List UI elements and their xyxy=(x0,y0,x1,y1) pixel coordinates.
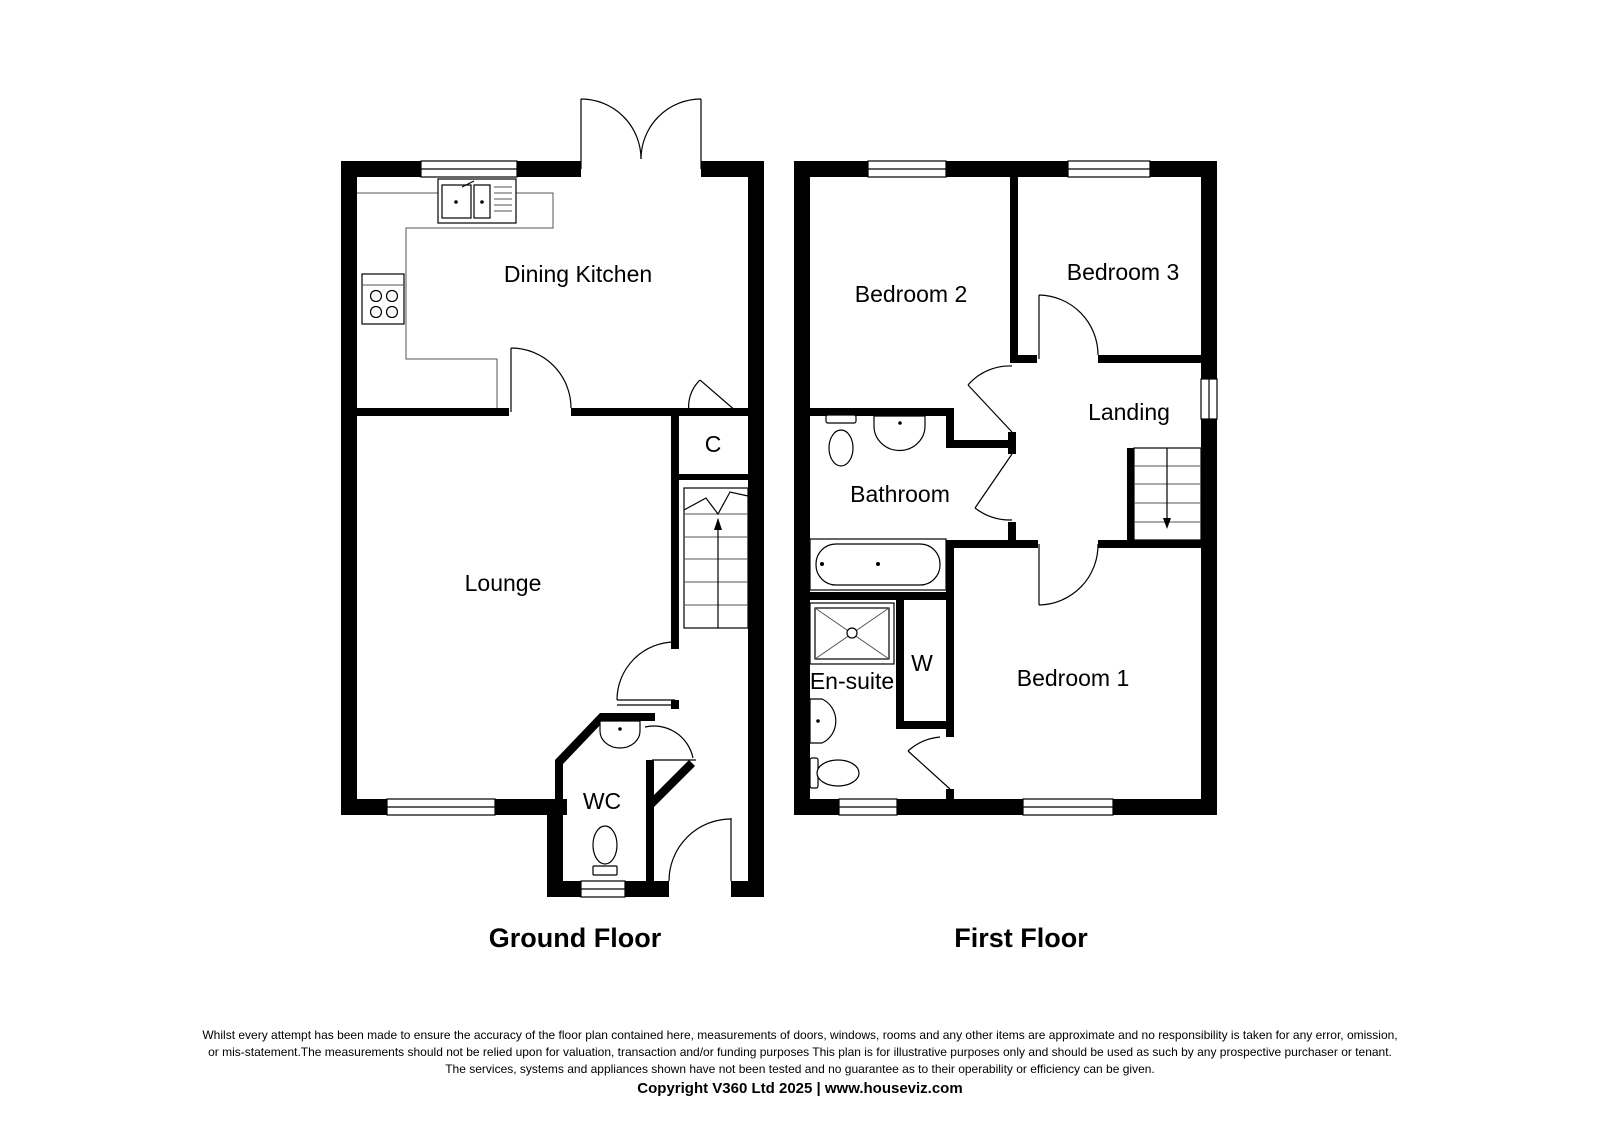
toilet-icon xyxy=(825,414,857,467)
stairs-arrow-icon xyxy=(714,518,722,530)
room-label-bedroom-3: Bedroom 3 xyxy=(1067,259,1180,285)
first-floor-windows xyxy=(838,160,1218,816)
disclaimer-line-3: The services, systems and appliances sho… xyxy=(445,1062,1155,1076)
ground-floor-plan: Dining Kitchen Lounge C WC Ground Floor xyxy=(341,98,764,953)
hob-icon xyxy=(361,273,405,325)
ground-floor-windows xyxy=(386,160,626,898)
floor-title-first: First Floor xyxy=(954,923,1088,953)
room-label-dining-kitchen: Dining Kitchen xyxy=(504,261,652,287)
room-label-bedroom-1: Bedroom 1 xyxy=(1017,665,1130,691)
toilet-icon xyxy=(809,757,860,789)
room-label-bedroom-2: Bedroom 2 xyxy=(855,281,968,307)
basin-icon xyxy=(599,720,641,749)
ground-floor-doors xyxy=(510,98,738,882)
toilet-icon xyxy=(592,825,618,876)
shower-icon xyxy=(809,602,895,665)
basin-icon xyxy=(873,415,926,452)
first-floor-walls xyxy=(794,161,1217,815)
ground-floor-stairs xyxy=(683,487,749,629)
sink-icon xyxy=(437,178,517,224)
disclaimer-line-2: or mis-statement.The measurements should… xyxy=(208,1045,1392,1059)
room-label-ensuite: En-suite xyxy=(810,668,894,694)
bathroom-fixtures xyxy=(809,414,947,591)
disclaimer: Whilst every attempt has been made to en… xyxy=(60,1027,1540,1099)
room-label-wc: WC xyxy=(583,788,621,814)
wc-fixtures xyxy=(592,720,641,876)
ground-floor-labels: Dining Kitchen Lounge C WC Ground Floor xyxy=(465,261,722,953)
first-floor-plan: Bedroom 2 Bedroom 3 Landing Bathroom En-… xyxy=(794,160,1218,953)
ensuite-fixtures xyxy=(809,602,895,789)
room-label-bathroom: Bathroom xyxy=(850,481,950,507)
first-floor-doors xyxy=(907,294,1099,790)
disclaimer-line-1: Whilst every attempt has been made to en… xyxy=(202,1028,1398,1042)
first-floor-stairs xyxy=(1133,447,1202,541)
room-label-wardrobe: W xyxy=(911,650,933,676)
basin-icon xyxy=(809,698,837,744)
room-label-cupboard: C xyxy=(705,431,722,457)
room-label-landing: Landing xyxy=(1088,399,1170,425)
first-floor-labels: Bedroom 2 Bedroom 3 Landing Bathroom En-… xyxy=(810,259,1179,953)
bath-icon xyxy=(809,538,947,591)
room-label-lounge: Lounge xyxy=(465,570,542,596)
copyright-notice: Copyright V360 Ltd 2025 | www.houseviz.c… xyxy=(637,1080,963,1097)
stairs-arrow-icon xyxy=(1163,518,1171,529)
kitchen-units xyxy=(357,178,554,408)
floor-title-ground: Ground Floor xyxy=(489,923,662,953)
